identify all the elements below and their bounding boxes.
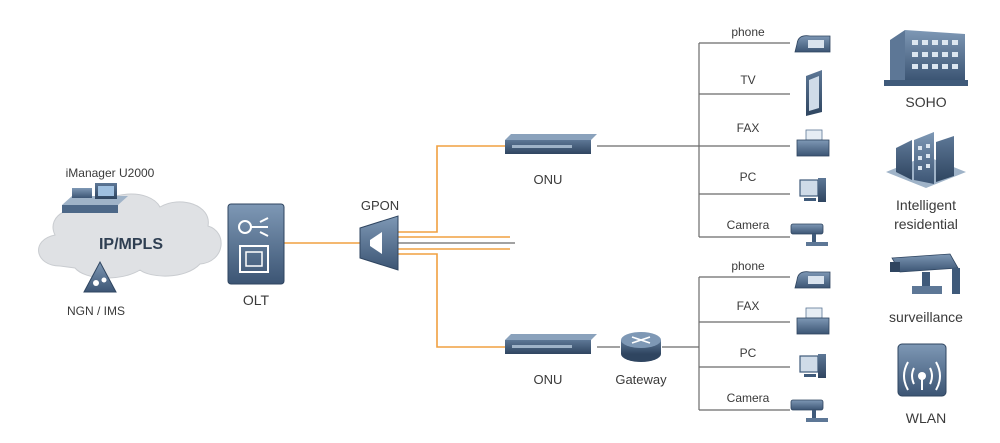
upper-tv-icon	[806, 70, 822, 116]
lower-camera-icon	[790, 399, 828, 422]
upper-camera-icon	[790, 223, 828, 246]
upper-fax-icon	[796, 129, 830, 157]
lower-device-label-fax: FAX	[737, 299, 760, 313]
lower-pc-icon	[799, 354, 826, 378]
upper-onu-icon	[505, 134, 597, 154]
cloud-label: IP/MPLS	[99, 236, 163, 253]
upper-copper-links	[597, 42, 790, 238]
upper-phone-icon	[794, 35, 831, 53]
surveillance-label: surveillance	[889, 309, 963, 325]
wlan-label: WLAN	[906, 410, 946, 426]
upper-pc-icon	[799, 178, 826, 202]
soho-building-icon	[884, 30, 968, 86]
soho-label: SOHO	[905, 94, 946, 110]
upper-device-label-phone: phone	[731, 25, 765, 39]
lower-device-label-camera: Camera	[727, 391, 770, 405]
gpon-label: GPON	[361, 198, 399, 213]
wlan-access-point-icon	[897, 343, 947, 397]
upper-onu-label: ONU	[534, 172, 563, 187]
lower-device-label-phone: phone	[731, 259, 765, 273]
olt-label: OLT	[243, 292, 270, 308]
gpon-splitter-icon	[359, 215, 399, 271]
ngn-ims-icon	[83, 260, 117, 293]
gateway-router-icon	[621, 332, 661, 362]
gpon-upper-onu-link	[398, 145, 505, 233]
surveillance-camera-icon	[890, 253, 960, 294]
lower-onu-label: ONU	[534, 372, 563, 387]
ip-mpls-cloud: IP/MPLS	[38, 193, 222, 279]
lower-fax-icon	[796, 307, 830, 335]
residential-label-line2: residential	[894, 216, 958, 232]
lower-copper-links	[597, 276, 790, 411]
ngn-ims-label: NGN / IMS	[67, 304, 125, 318]
upper-device-label-fax: FAX	[737, 121, 760, 135]
fiber-links	[283, 145, 515, 348]
lower-onu-icon	[505, 334, 597, 354]
imanager-server-icon	[62, 183, 128, 213]
olt-icon	[227, 203, 285, 285]
lower-device-label-pc: PC	[740, 346, 757, 360]
upper-device-label-tv: TV	[740, 73, 755, 87]
upper-device-label-pc: PC	[740, 170, 757, 184]
residential-buildings-icon	[886, 132, 966, 188]
gpon-lower-onu-link	[398, 253, 505, 348]
gateway-label: Gateway	[615, 372, 667, 387]
imanager-label: iManager U2000	[66, 166, 155, 180]
residential-label-line1: Intelligent	[896, 197, 956, 213]
upper-device-label-camera: Camera	[727, 218, 770, 232]
lower-phone-icon	[794, 271, 831, 289]
